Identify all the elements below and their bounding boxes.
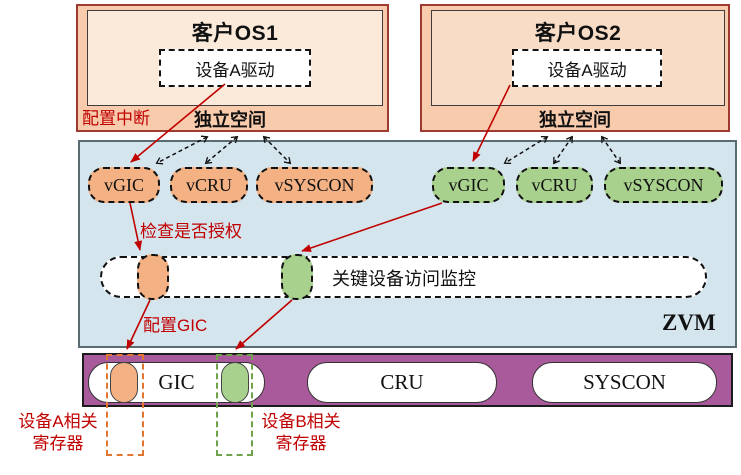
guest-os1-driver-label: 设备A驱动 <box>195 60 275 80</box>
device-a-register-rect <box>106 354 144 456</box>
syscon-label: SYSCON <box>583 370 666 394</box>
os1-vcru-label: vCRU <box>185 174 232 195</box>
monitor-oval-device-b <box>281 254 313 300</box>
guest-os2-space-label: 独立空间 <box>539 110 611 130</box>
guest-os2-inner-box: 客户OS2 设备A驱动 <box>431 10 725 106</box>
configure-gic-label: 配置GIC <box>143 316 208 335</box>
os2-vcru-pill: vCRU <box>516 167 593 203</box>
gic-label: GIC <box>158 370 195 394</box>
device-a-registers-label: 设备A相关寄存器 <box>18 412 98 454</box>
cru-pill: CRU <box>307 362 497 403</box>
guest-os2-driver-label: 设备A驱动 <box>547 60 627 80</box>
device-b-register-rect <box>216 354 253 456</box>
os2-vsyscon-pill: vSYSCON <box>604 167 723 203</box>
guest-os1-space-label: 独立空间 <box>194 110 266 130</box>
guest-os1-title: 客户OS1 <box>191 22 279 45</box>
os1-vgic-pill: vGIC <box>88 167 160 203</box>
os1-vsyscon-label: vSYSCON <box>274 174 355 195</box>
guest-os2-title: 客户OS2 <box>534 22 622 45</box>
zvm-label: ZVM <box>662 310 716 335</box>
device-b-registers-label: 设备B相关寄存器 <box>261 412 341 454</box>
monitor-label: 关键设备访问监控 <box>332 269 476 289</box>
monitor-oval-device-a <box>137 254 169 300</box>
guest-os1-inner-box: 客户OS1 设备A驱动 <box>87 10 383 106</box>
monitor-bar <box>100 256 707 298</box>
cru-label: CRU <box>380 370 424 394</box>
syscon-pill: SYSCON <box>532 362 717 403</box>
os2-vgic-pill: vGIC <box>432 167 505 203</box>
guest-os2-driver-box: 设备A驱动 <box>512 49 662 87</box>
os2-vsyscon-label: vSYSCON <box>623 174 704 195</box>
os1-vsyscon-pill: vSYSCON <box>256 167 373 203</box>
guest-os1-driver-box: 设备A驱动 <box>159 49 311 87</box>
gic-oval-device-b <box>221 362 249 403</box>
guest-os2-box: 客户OS2 设备A驱动 独立空间 <box>420 4 730 132</box>
os1-vcru-pill: vCRU <box>170 167 248 203</box>
os2-vcru-label: vCRU <box>531 174 578 195</box>
configure-interrupt-label: 配置中断 <box>82 109 150 128</box>
check-authorization-label: 检查是否授权 <box>140 222 242 241</box>
gic-oval-device-a <box>110 362 138 403</box>
os1-vgic-label: vGIC <box>104 174 144 195</box>
os2-vgic-label: vGIC <box>448 174 489 195</box>
